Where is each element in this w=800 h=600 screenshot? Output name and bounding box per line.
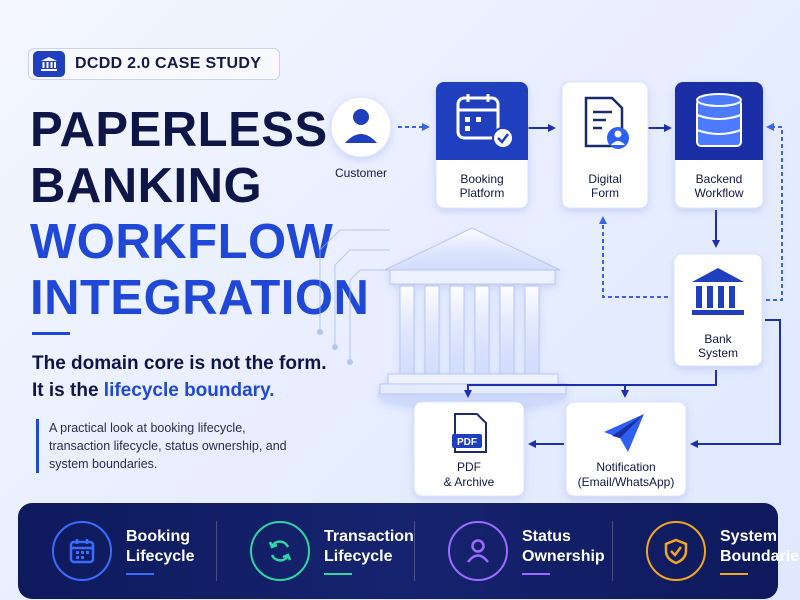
feature-label-2: Lifecycle [324, 548, 393, 565]
node-notification: Notification (Email/WhatsApp) [565, 401, 687, 497]
bank-icon [692, 268, 744, 315]
feature-icon-circle [250, 521, 310, 581]
node-customer: Customer [330, 96, 392, 180]
title-line-4: INTEGRATION [30, 271, 370, 325]
booking-platform-label-1: Booking [460, 172, 503, 186]
tagline-prefix: It is the [32, 380, 104, 401]
notification-label-2: (Email/WhatsApp) [578, 475, 675, 489]
tagline-line-1: The domain core is not the form. [32, 353, 327, 374]
bank-icon [33, 51, 65, 77]
arrow-bank-to-pdf [464, 370, 717, 398]
bank-building-illustration [377, 227, 567, 411]
title-line-3: WORKFLOW [30, 215, 334, 269]
tagline: The domain core is not the form. It is t… [32, 350, 327, 404]
arrow-bank-to-notification [690, 319, 781, 448]
feature-label-1: Transaction [324, 528, 414, 545]
shield-check-icon [664, 538, 688, 565]
tagline-line-2: It is the lifecycle boundary. [32, 377, 327, 404]
feature-underline [324, 573, 352, 575]
calendar-check-icon [456, 94, 514, 149]
circuit-lines [317, 229, 390, 365]
user-icon [467, 539, 489, 563]
database-icon [696, 93, 742, 147]
arrow-bank-loop-back-dashed [766, 123, 783, 301]
title-divider [32, 332, 70, 335]
backend-workflow-label-1: Backend [696, 172, 743, 186]
bank-system-label-2: System [698, 346, 738, 360]
arrow-bank-to-form-dashed [599, 216, 668, 298]
feature-icon-circle [646, 521, 706, 581]
node-digital-form: Digital Form [561, 81, 649, 209]
backend-workflow-label-2: Workflow [694, 186, 743, 200]
feature-label-2: Ownership [522, 548, 605, 565]
pdf-icon-text: PDF [457, 437, 477, 448]
pdf-archive-label-2: & Archive [444, 475, 495, 489]
feature-label-1: System [720, 528, 777, 545]
feature-label-1: Booking [126, 528, 190, 545]
node-backend-workflow: Backend Workflow [674, 81, 764, 209]
pdf-file-icon: PDF [452, 413, 487, 453]
feature-bar: Booking Lifecycle Transaction Lifecycle [18, 503, 800, 599]
feature-label-2: Lifecycle [126, 548, 195, 565]
description: A practical look at booking lifecycle, t… [36, 419, 306, 473]
node-bank-system: Bank System [673, 253, 763, 367]
connector-arrows [398, 123, 783, 448]
feature-underline [126, 573, 154, 575]
refresh-icon [268, 540, 292, 562]
digital-form-label-2: Form [591, 186, 619, 200]
feature-system-boundaries: System Boundaries [612, 503, 800, 599]
pdf-archive-label-1: PDF [457, 460, 481, 474]
case-study-badge: DCDD 2.0 CASE STUDY [28, 48, 280, 80]
feature-underline [522, 573, 550, 575]
feature-label-1: Status [522, 528, 571, 545]
feature-icon-circle [448, 521, 508, 581]
feature-label-2: Boundaries [720, 548, 800, 565]
node-booking-platform: Booking Platform [435, 81, 529, 209]
feature-transaction-lifecycle: Transaction Lifecycle [216, 503, 414, 599]
digital-form-label-1: Digital [588, 172, 621, 186]
feature-icon-circle [52, 521, 112, 581]
page-title: PAPERLESS BANKING WORKFLOW INTEGRATION [30, 102, 369, 326]
node-pdf-archive: PDF PDF & Archive [413, 401, 525, 497]
paper-plane-icon [604, 414, 644, 452]
feature-booking-lifecycle: Booking Lifecycle [18, 503, 216, 599]
notification-label-1: Notification [596, 460, 655, 474]
booking-platform-label-2: Platform [460, 186, 505, 200]
user-icon [345, 109, 377, 143]
tagline-highlight: lifecycle boundary. [103, 380, 275, 401]
feature-underline [720, 573, 748, 575]
bank-system-label-1: Bank [704, 332, 732, 346]
title-line-1: PAPERLESS [30, 103, 328, 157]
badge-label: DCDD 2.0 CASE STUDY [75, 55, 262, 72]
form-user-icon [584, 96, 629, 149]
feature-status-ownership: Status Ownership [414, 503, 612, 599]
title-line-2: BANKING [30, 159, 263, 213]
calendar-icon [69, 539, 95, 564]
customer-label: Customer [335, 166, 387, 180]
